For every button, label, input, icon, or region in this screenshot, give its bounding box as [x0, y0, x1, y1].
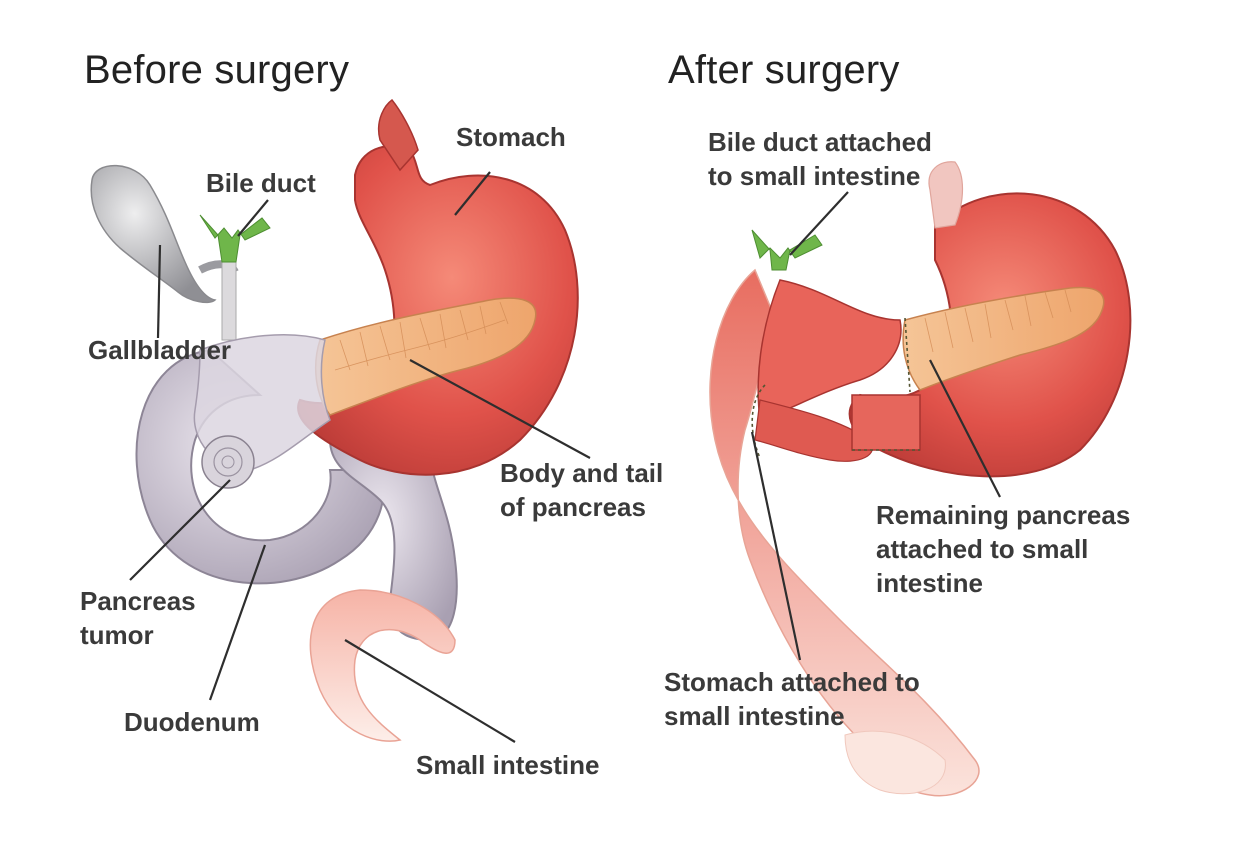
label-remaining-line2: attached to small — [876, 534, 1089, 564]
label-stomach-attached: Stomach attached to small intestine — [664, 665, 920, 733]
label-body-tail-line1: Body and tail — [500, 458, 664, 488]
label-tumor-line1: Pancreas — [80, 586, 196, 616]
label-stomach: Stomach — [456, 122, 566, 152]
pancreas-body-tail — [314, 297, 537, 416]
small-intestine-upper — [328, 438, 458, 642]
label-body-tail-pancreas: Body and tail of pancreas — [500, 456, 663, 524]
after-loop — [757, 279, 902, 422]
after-surgery-heading: After surgery — [668, 48, 900, 92]
gallbladder-shape — [90, 164, 217, 304]
label-bile-duct-attached: Bile duct attached to small intestine — [708, 125, 932, 193]
label-bile-attached-line1: Bile duct attached — [708, 127, 932, 157]
small-intestine-loop — [309, 589, 456, 742]
label-bile-attached-line2: to small intestine — [708, 161, 921, 191]
bile-duct-green — [199, 214, 271, 263]
label-gallbladder: Gallbladder — [88, 335, 232, 365]
label-remaining-line1: Remaining pancreas — [876, 500, 1131, 530]
label-tumor-line2: tumor — [80, 620, 154, 650]
label-remaining-pancreas: Remaining pancreas attached to small int… — [876, 498, 1130, 600]
after-intestine-long — [709, 268, 980, 797]
label-small-intestine: Small intestine — [416, 750, 600, 780]
after-bile-duct — [751, 229, 823, 271]
label-bile-duct: Bile duct — [206, 168, 316, 198]
label-stomach-attached-line2: small intestine — [664, 701, 845, 731]
label-remaining-line3: intestine — [876, 568, 983, 598]
tumor-shape — [201, 435, 255, 489]
label-stomach-attached-line1: Stomach attached to — [664, 667, 920, 697]
label-duodenum: Duodenum — [124, 707, 260, 737]
label-body-tail-line2: of pancreas — [500, 492, 646, 522]
label-pancreas-tumor: Pancreas tumor — [80, 584, 196, 652]
before-surgery-heading: Before surgery — [84, 48, 350, 92]
after-pancreas — [902, 286, 1105, 391]
leader-lines — [129, 171, 1001, 743]
